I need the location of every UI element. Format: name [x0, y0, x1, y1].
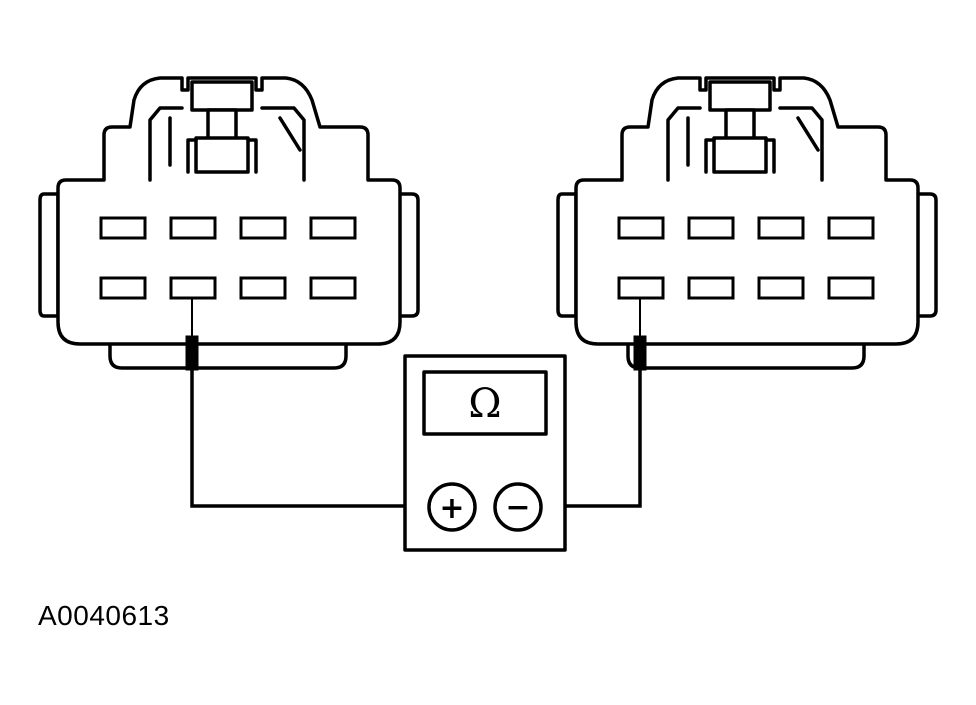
terminal-row-bottom [617, 276, 875, 300]
test-probe-icon [185, 298, 199, 371]
terminal-7 [239, 276, 287, 300]
terminal-row-bottom [99, 276, 357, 300]
connector-latch [666, 80, 824, 182]
terminal-6 [169, 276, 217, 300]
negative-lead-wire [542, 370, 642, 508]
terminal-7 [757, 276, 805, 300]
terminal-5 [617, 276, 665, 300]
terminal-row-top [99, 216, 357, 240]
meter-display [422, 370, 548, 436]
negative-jack-label: − [505, 490, 530, 525]
terminal-1 [617, 216, 665, 240]
terminal-3 [757, 216, 805, 240]
terminal-4 [827, 216, 875, 240]
test-probe-icon [633, 298, 647, 371]
positive-jack: + [427, 482, 477, 532]
terminal-row-top [617, 216, 875, 240]
terminal-5 [99, 276, 147, 300]
left-connector [38, 76, 420, 371]
right-connector [556, 76, 938, 371]
terminal-8 [309, 276, 357, 300]
connector-latch [148, 80, 306, 182]
terminal-2 [169, 216, 217, 240]
positive-lead-wire [190, 370, 428, 508]
positive-jack-label: + [439, 491, 464, 526]
terminal-3 [239, 216, 287, 240]
figure-id-label: A0040613 [38, 600, 170, 631]
ohmmeter-icon: Ω + − [403, 354, 567, 552]
negative-jack: − [493, 482, 543, 532]
terminal-4 [309, 216, 357, 240]
terminal-8 [827, 276, 875, 300]
terminal-6 [687, 276, 735, 300]
terminal-1 [99, 216, 147, 240]
terminal-2 [687, 216, 735, 240]
ohm-symbol: Ω [468, 381, 501, 427]
